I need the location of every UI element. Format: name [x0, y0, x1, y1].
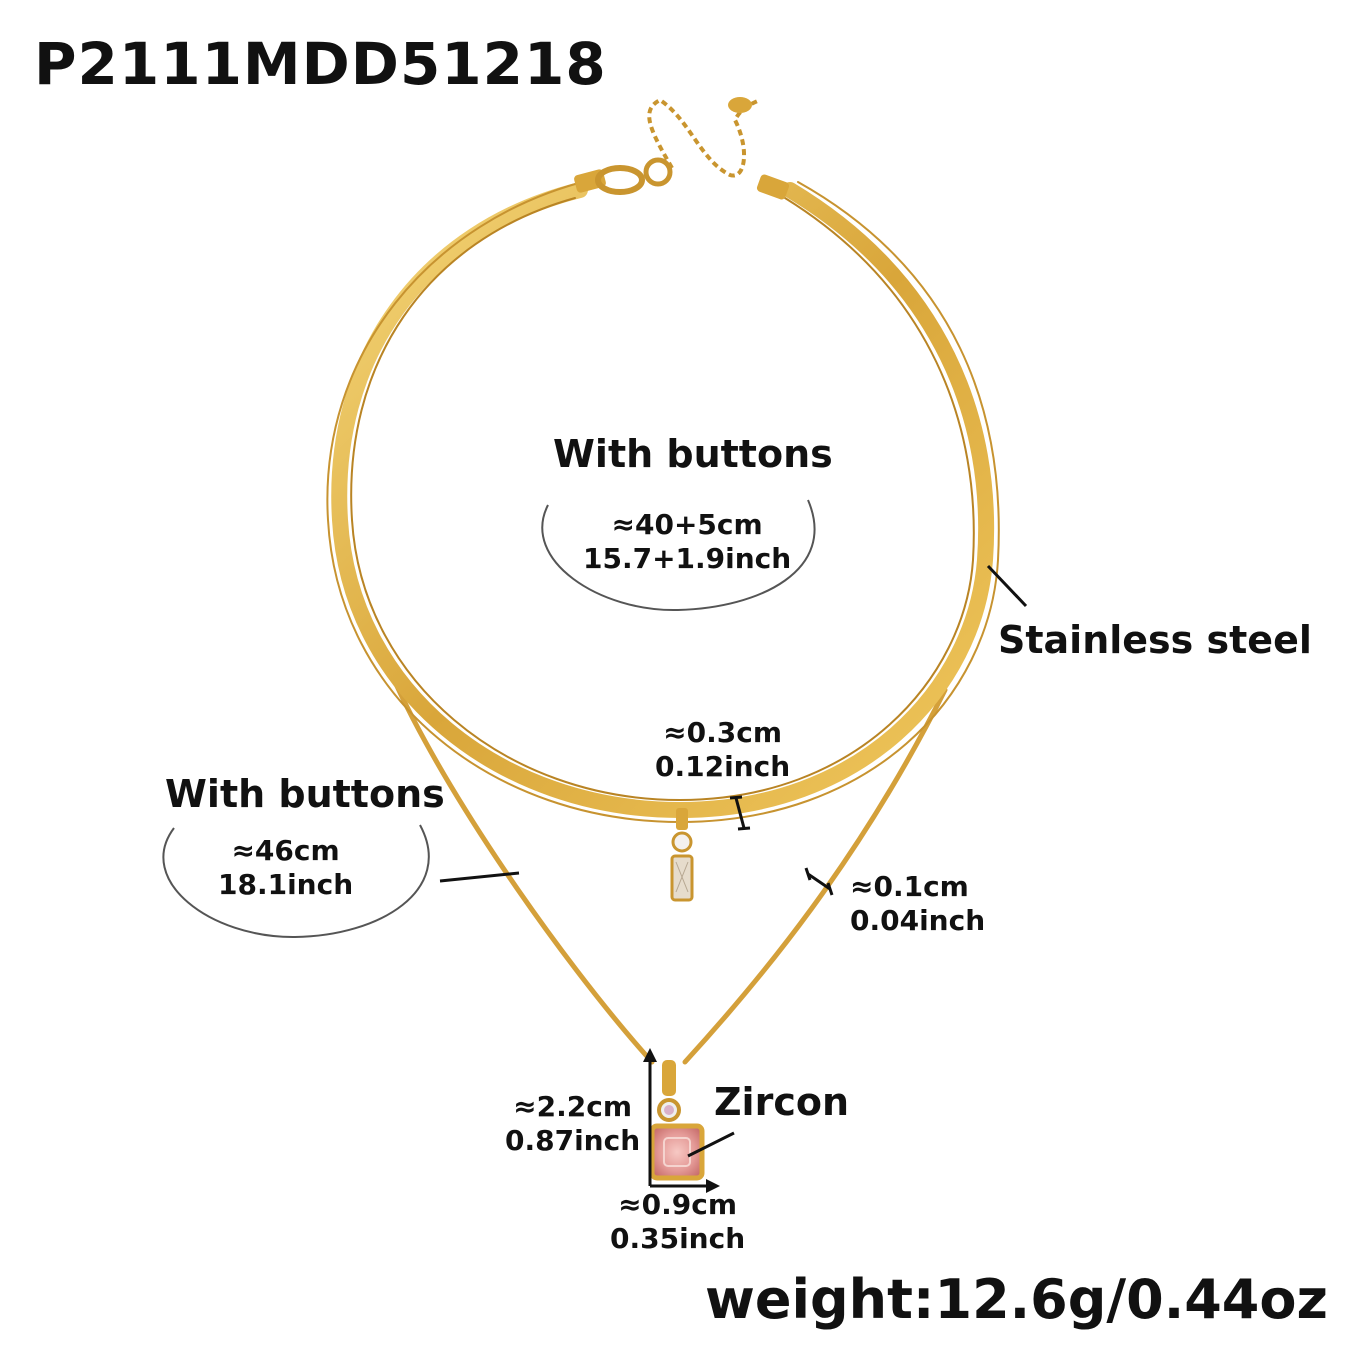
choker-width-cm: ≈0.3cm [663, 716, 782, 749]
pendant-height-inch: 0.87inch [505, 1124, 641, 1157]
zircon-label: Zircon [714, 1080, 850, 1124]
pendant-width: ≈0.9cm 0.35inch [610, 1188, 745, 1256]
choker-width-inch: 0.12inch [655, 750, 791, 783]
choker-pendant [670, 808, 694, 902]
long-chain-heading: With buttons [165, 772, 445, 816]
measurement-lines [439, 564, 1028, 1188]
chain-width-cm: ≈0.1cm [850, 870, 969, 903]
pendant-height-cm: ≈2.2cm [513, 1090, 632, 1123]
zircon-pendant [649, 1060, 705, 1181]
material-label: Stainless steel [998, 618, 1312, 662]
long-chain-length: ≈46cm 18.1inch [218, 834, 353, 902]
clasp [574, 97, 790, 200]
long-chain-length-inch: 18.1inch [218, 868, 354, 901]
chain-width: ≈0.1cm 0.04inch [850, 870, 985, 938]
choker-width: ≈0.3cm 0.12inch [655, 716, 790, 784]
choker-length: ≈40+5cm 15.7+1.9inch [583, 508, 791, 576]
choker-length-cm: ≈40+5cm [611, 508, 763, 541]
pendant-width-cm: ≈0.9cm [618, 1188, 737, 1221]
pendant-height: ≈2.2cm 0.87inch [505, 1090, 640, 1158]
choker-heading: With buttons [553, 432, 833, 476]
chain-width-inch: 0.04inch [850, 904, 986, 937]
label-ovals [162, 499, 816, 939]
weight-label: weight:12.6g/0.44oz [705, 1268, 1328, 1331]
product-code: P2111MDD51218 [34, 30, 607, 98]
long-chain-length-cm: ≈46cm [231, 834, 340, 867]
pendant-width-inch: 0.35inch [610, 1222, 746, 1255]
choker-length-inch: 15.7+1.9inch [583, 542, 792, 575]
arrow-heads [643, 1048, 720, 1193]
long-chain [375, 637, 948, 1065]
